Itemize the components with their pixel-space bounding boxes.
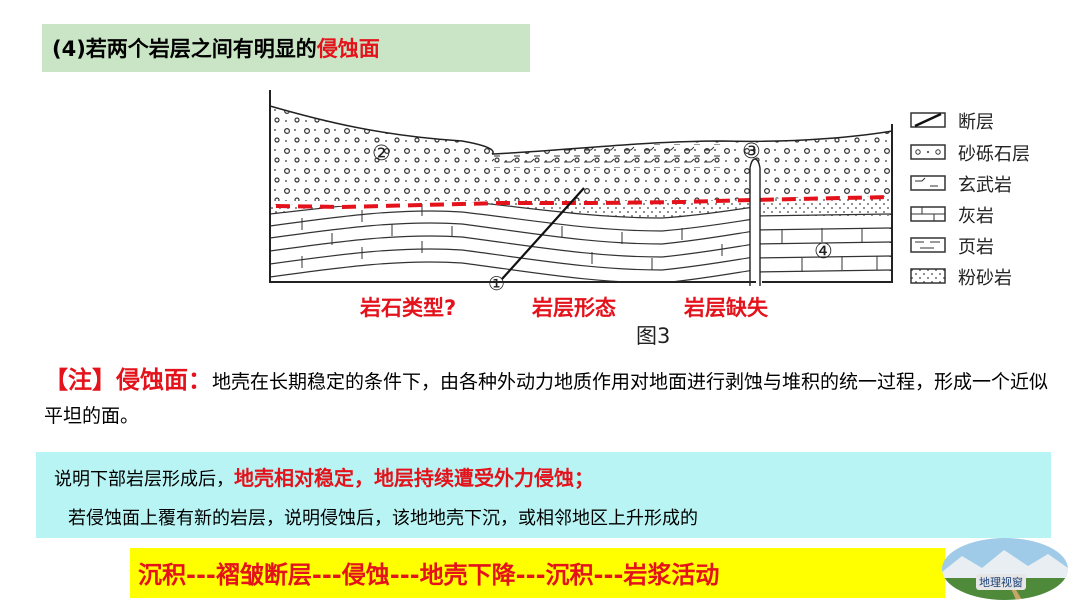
slide-heading: (4)若两个岩层之间有明显的侵蚀面 [52,33,380,63]
marker-3: ③ [742,139,761,163]
geologic-sequence: 沉积---褶皱断层---侵蚀---地壳下降---沉积---岩浆活动 [138,561,720,589]
landscape-logo-icon [942,538,1068,600]
legend-label: 粉砂岩 [958,268,1012,289]
legend-label: 砂砾石层 [958,144,1030,165]
figure-caption: 图3 [636,324,671,348]
explain-line-2: 若侵蚀面上覆有新的岩层，说明侵蚀后，该地地壳下沉，或相邻地区上升形成的 [68,508,698,529]
sequence-box [130,548,945,598]
shale-icon [910,237,946,253]
legend-item: 页岩 [910,233,1070,258]
ground-surface-line [269,105,893,155]
label-rock-type: 岩石类型? [360,296,457,320]
explain-line-1: 说明下部岩层形成后，地壳相对稳定，地层持续遭受外力侵蚀； [54,462,594,491]
fault-icon [910,112,946,128]
note-body: 地壳在长期稳定的条件下，由各种外动力地质作用对地面进行剥蚀与堆积的统一过程，形成… [44,371,1049,427]
legend-label: 灰岩 [958,206,994,227]
basalt-icon [910,175,946,191]
basalt-dike [749,158,761,286]
frame-right [762,124,893,283]
explain-line1-prefix: 说明下部岩层形成后， [54,469,234,490]
geologic-cross-section: ② ③ ④ ① [269,90,893,291]
legend-label: 断层 [958,112,994,133]
heading-prefix: (4)若两个岩层之间有明显的 [52,37,317,61]
folded-strata [270,196,892,282]
label-layer-missing: 岩层缺失 [684,296,768,320]
gravel-layer [270,106,892,201]
erosion-surface-note: 【注】侵蚀面：地壳在长期稳定的条件下，由各种外动力地质作用对地面进行剥蚀与堆积的… [44,360,1054,433]
logo-text: 地理视窗 [976,574,1026,590]
heading-box [42,24,530,72]
erosion-surface [275,195,893,210]
explanation-box [36,452,1051,538]
marker-2: ② [372,141,391,165]
fault-line [501,187,585,280]
siltstone-icon [910,268,946,284]
legend-item: 断层 [910,108,1070,133]
legend-item: 粉砂岩 [910,264,1070,289]
note-title: 【注】侵蚀面： [44,366,212,394]
limestone-icon [910,206,946,222]
legend-label: 页岩 [958,237,994,258]
legend-item: 灰岩 [910,202,1070,227]
marker-1: ① [488,273,505,291]
legend-label: 玄武岩 [958,175,1012,196]
heading-highlight: 侵蚀面 [316,37,380,61]
label-layer-form: 岩层形态 [532,296,616,320]
frame-left [269,90,756,283]
marker-4: ④ [814,239,833,263]
logo: 地理视窗 [942,538,1068,600]
explain-line1-highlight: 地壳相对稳定，地层持续遭受外力侵蚀； [234,466,594,490]
legend-item: 砂砾石层 [910,140,1070,165]
gravel-icon [910,144,946,160]
legend-item: 玄武岩 [910,171,1070,196]
